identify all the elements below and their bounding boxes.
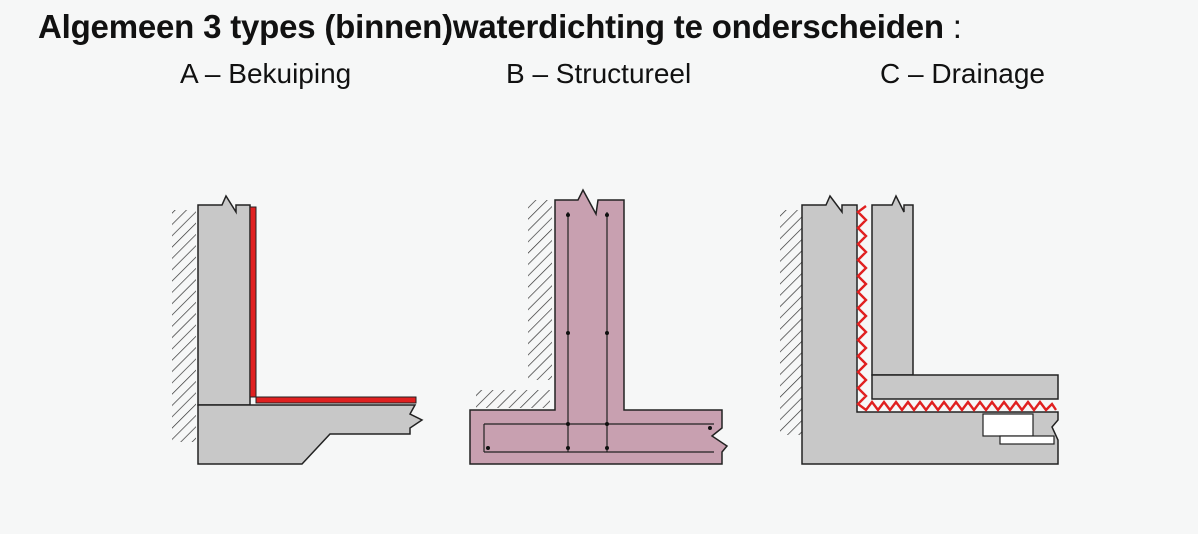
soil-hatch-b [528, 200, 552, 380]
diagram-c-drainage [780, 194, 1059, 465]
label-type-b: B – Structureel [506, 58, 692, 89]
soil-hatch-a [172, 210, 196, 442]
diagram-a-bekuiping [172, 194, 424, 465]
membrane-a [249, 206, 417, 404]
drain-pipe-c [999, 435, 1055, 445]
label-type-a: A – Bekuiping [180, 58, 352, 89]
label-type-c: C – Drainage [880, 58, 1045, 89]
slab-a [197, 404, 424, 465]
title-colon: : [943, 8, 962, 45]
diagram-b-structureel [469, 188, 729, 465]
drain-channel-c [982, 413, 1034, 437]
wall-a [197, 194, 251, 406]
inner-wall-c [871, 194, 914, 376]
structure-b [469, 188, 729, 465]
soil-hatch-b2 [476, 390, 550, 408]
drainage-membrane-c [856, 205, 1057, 412]
soil-hatch-c [780, 210, 802, 435]
rebar-dots-b [486, 213, 712, 450]
title-text: Algemeen 3 types (binnen)waterdichting t… [38, 8, 944, 45]
inner-floor-c [871, 374, 1059, 400]
page-title: Algemeen 3 types (binnen)waterdichting t… [38, 8, 962, 46]
